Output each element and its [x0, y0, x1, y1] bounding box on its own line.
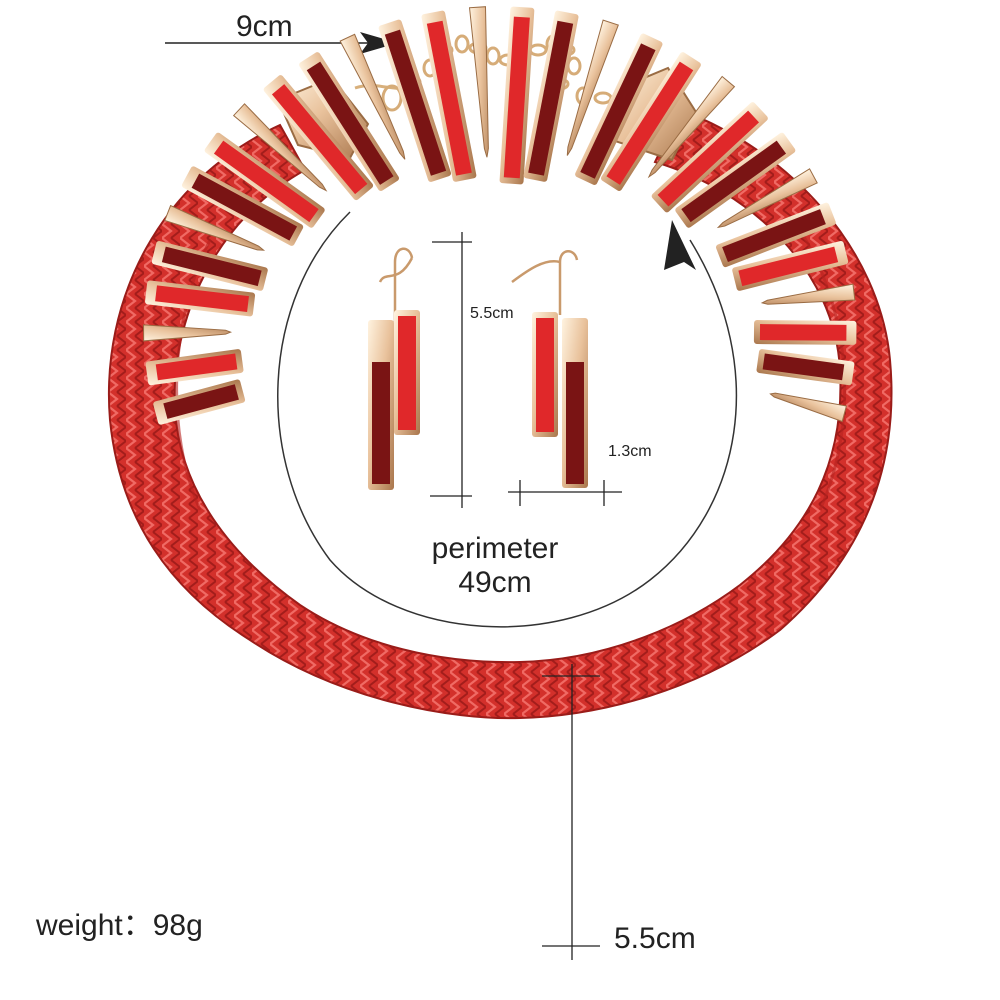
earring-width-label: 1.3cm [608, 443, 652, 460]
enamel-bar [753, 320, 857, 345]
enamel-bar [421, 10, 477, 182]
enamel-bar [732, 240, 849, 291]
enamel-bar [715, 202, 836, 268]
perimeter-label: perimeter 49cm [410, 532, 580, 600]
gold-spike [143, 324, 233, 342]
perimeter-word: perimeter [431, 532, 559, 565]
gold-spike [339, 33, 406, 160]
enamel-bar [575, 33, 663, 185]
gold-spike [716, 168, 818, 229]
gold-spike [164, 204, 266, 251]
earring-length-line [430, 232, 472, 508]
enamel-bar [299, 52, 399, 191]
earring-width-line [508, 480, 622, 506]
enamel-bar [153, 379, 246, 425]
enamel-bar [675, 132, 796, 228]
perimeter-value: 49cm [458, 566, 532, 599]
pendant-length-line [542, 664, 600, 960]
gold-spike [468, 6, 489, 158]
enamel-bar [756, 349, 855, 386]
clasp-width-label: 9cm [236, 10, 293, 43]
enamel-bar [181, 166, 304, 246]
enamel-bar [378, 19, 452, 182]
enamel-bar [651, 102, 768, 213]
earring-right [511, 250, 588, 488]
gold-spike [769, 392, 847, 423]
enamel-bar [263, 75, 374, 201]
enamel-bar [145, 280, 256, 317]
gold-spike [232, 103, 328, 192]
weight-label: weight：98g [36, 909, 203, 942]
enamel-bar [601, 52, 701, 191]
pendant-length-label: 5.5cm [614, 922, 696, 955]
enamel-bar [151, 240, 268, 291]
enamel-bar [145, 349, 244, 386]
enamel-bar [499, 6, 535, 185]
earring-left [368, 247, 420, 490]
gold-spike [760, 283, 856, 305]
earring-length-label: 5.5cm [470, 305, 514, 322]
perimeter-arrow [277, 211, 738, 628]
gold-spike [566, 19, 619, 156]
gold-spike [647, 75, 736, 179]
enamel-fringe [143, 6, 857, 425]
enamel-bar [523, 10, 579, 182]
enamel-bar [204, 132, 325, 228]
